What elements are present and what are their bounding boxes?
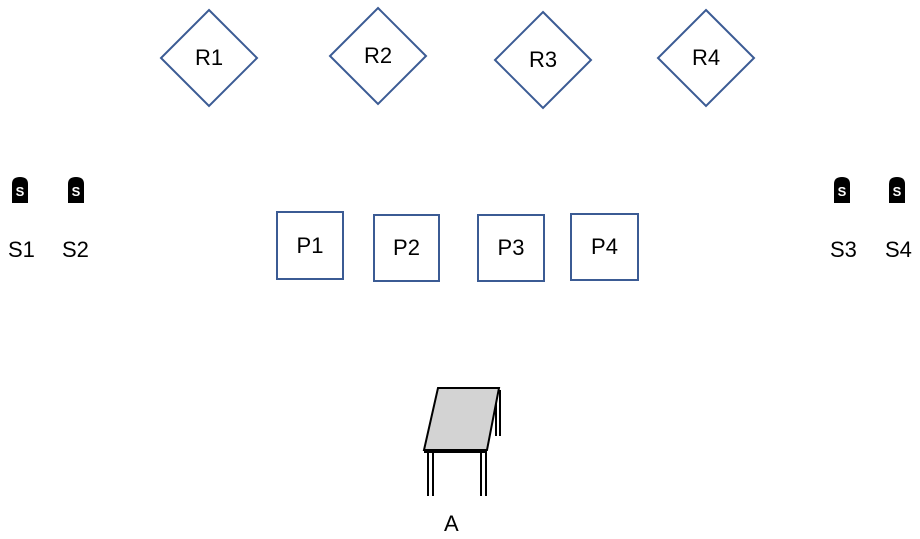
rhombus-r2: R2 [328,6,428,106]
rhombus-r4: R4 [656,8,756,108]
sign-label-s2: S2 [62,237,89,262]
sign-icon-letter: S [72,184,81,199]
table-label-a: A [444,511,459,536]
rhombus-label: R2 [363,43,393,68]
diamond-shape [656,8,756,108]
square-p4: P4 [570,213,639,281]
s-sign-icon: S [68,177,84,203]
diamond-shape [159,8,259,108]
diamond-shape [493,10,593,110]
sign-label-s3: S3 [830,237,857,262]
sign-label-s1: S1 [8,237,35,262]
sign-icon-letter: S [893,184,902,199]
s-sign-icon: S [12,177,28,203]
rhombus-r3: R3 [493,10,593,110]
rhombus-label: R4 [691,45,721,70]
square-p2: P2 [373,214,440,282]
square-p3: P3 [477,214,545,282]
diamond-shape [328,6,428,106]
s-sign-icon: S [889,177,905,203]
rhombus-label: R3 [528,47,558,72]
square-p1: P1 [276,211,344,280]
table-icon [422,387,501,496]
sign-label-s4: S4 [885,237,912,262]
rhombus-label: R1 [194,45,224,70]
sign-icon-letter: S [838,184,847,199]
sign-icon-letter: S [16,184,25,199]
s-sign-icon: S [834,177,850,203]
rhombus-r1: R1 [159,8,259,108]
